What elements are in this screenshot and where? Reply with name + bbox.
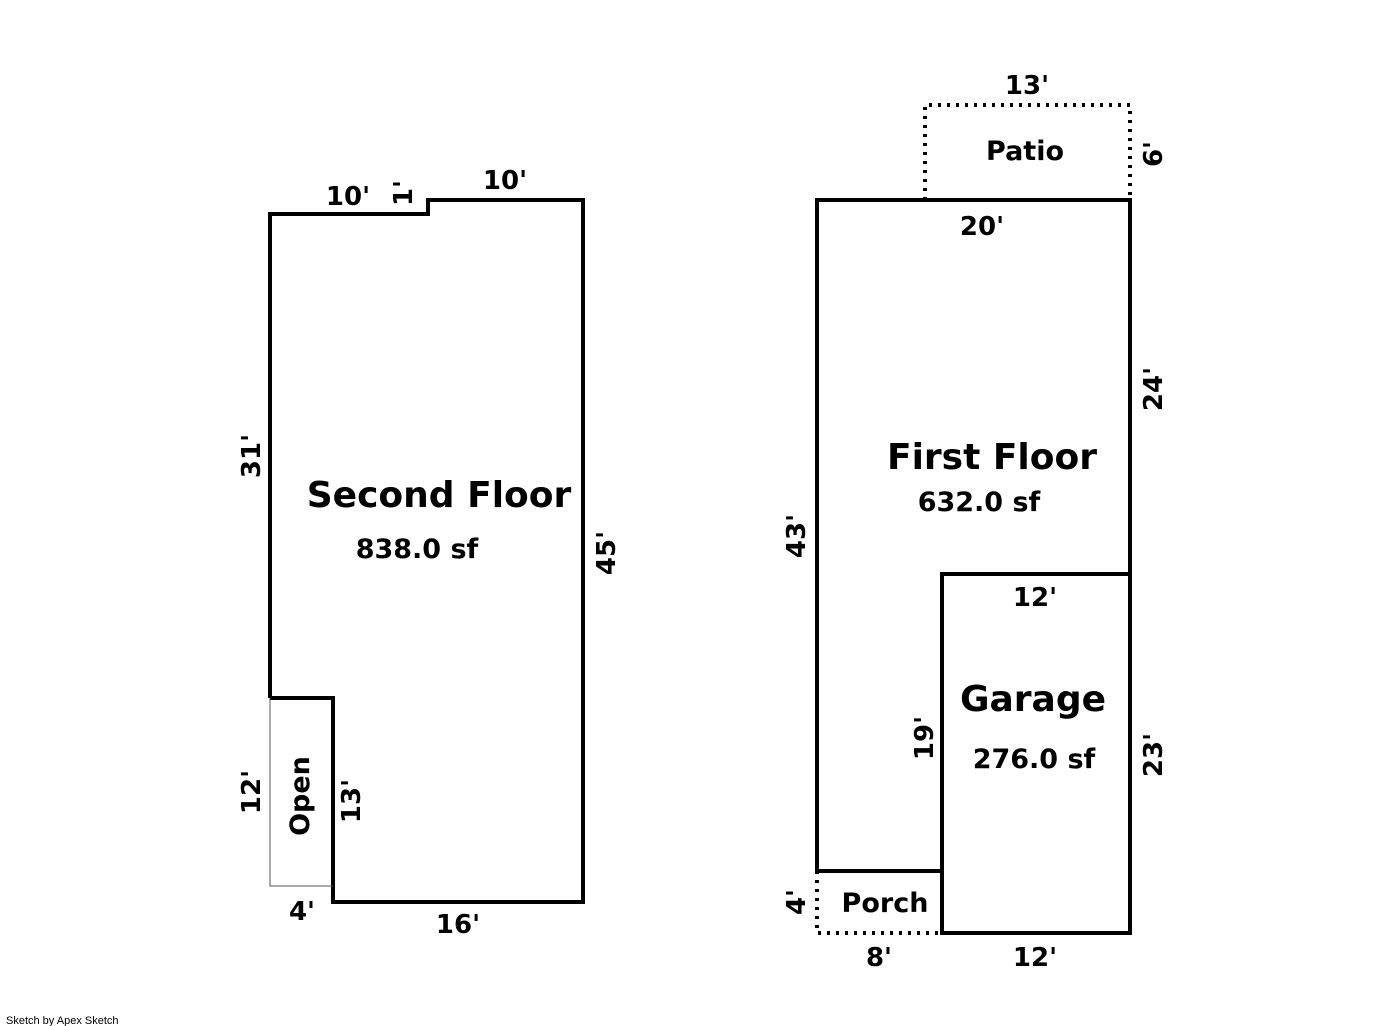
garage-label: Garage	[960, 679, 1106, 720]
patio-outline	[923, 103, 1132, 200]
patio-group: 13' 6' Patio	[923, 71, 1169, 200]
garage-dim-bottom: 12'	[1013, 943, 1057, 973]
open-area-outline	[269, 698, 333, 887]
second-floor-area: 838.0 sf	[356, 534, 479, 565]
second-floor-dim-notch-inner: 13'	[337, 779, 367, 823]
second-floor-dim-top-left: 10'	[326, 182, 370, 212]
patio-dim-top: 13'	[1005, 71, 1049, 101]
second-floor-group: 10' 1' 10' 31' 45' 12' Open 13' 4' 16' S…	[237, 166, 622, 940]
open-area-label: Open	[285, 756, 316, 836]
garage-area: 276.0 sf	[973, 744, 1096, 775]
garage-outline	[940, 572, 1132, 935]
porch-outline	[815, 871, 942, 935]
second-floor-dim-left-upper: 31'	[237, 434, 267, 478]
garage-dim-top: 12'	[1013, 583, 1057, 613]
porch-group: 4' 8' Porch	[782, 871, 944, 973]
garage-dim-right: 23'	[1139, 733, 1169, 777]
second-floor-dim-bottom-left: 4'	[289, 897, 315, 927]
garage-dim-left: 19'	[910, 716, 940, 760]
first-floor-dim-top: 20'	[960, 212, 1004, 242]
second-floor-dim-left-lower: 12'	[237, 770, 267, 814]
first-floor-dim-left: 43'	[782, 514, 812, 558]
porch-label: Porch	[842, 888, 929, 919]
second-floor-dim-top-step: 1'	[389, 180, 419, 206]
first-floor-label: First Floor	[887, 437, 1097, 478]
patio-label: Patio	[986, 136, 1064, 167]
porch-dim-left: 4'	[782, 889, 812, 915]
patio-dim-right: 6'	[1139, 141, 1169, 167]
garage-group: 12' 19' 23' 12' Garage 276.0 sf	[910, 572, 1169, 973]
second-floor-outline	[268, 198, 585, 904]
second-floor-dim-bottom-right: 16'	[436, 910, 480, 940]
second-floor-label: Second Floor	[307, 475, 572, 516]
first-floor-dim-right: 24'	[1139, 367, 1169, 411]
second-floor-dim-right: 45'	[592, 531, 622, 575]
second-floor-dim-top-right: 10'	[483, 166, 527, 196]
first-floor-area: 632.0 sf	[918, 487, 1041, 518]
porch-dim-bottom: 8'	[866, 943, 892, 973]
sketch-credit: Sketch by Apex Sketch	[6, 1015, 119, 1026]
